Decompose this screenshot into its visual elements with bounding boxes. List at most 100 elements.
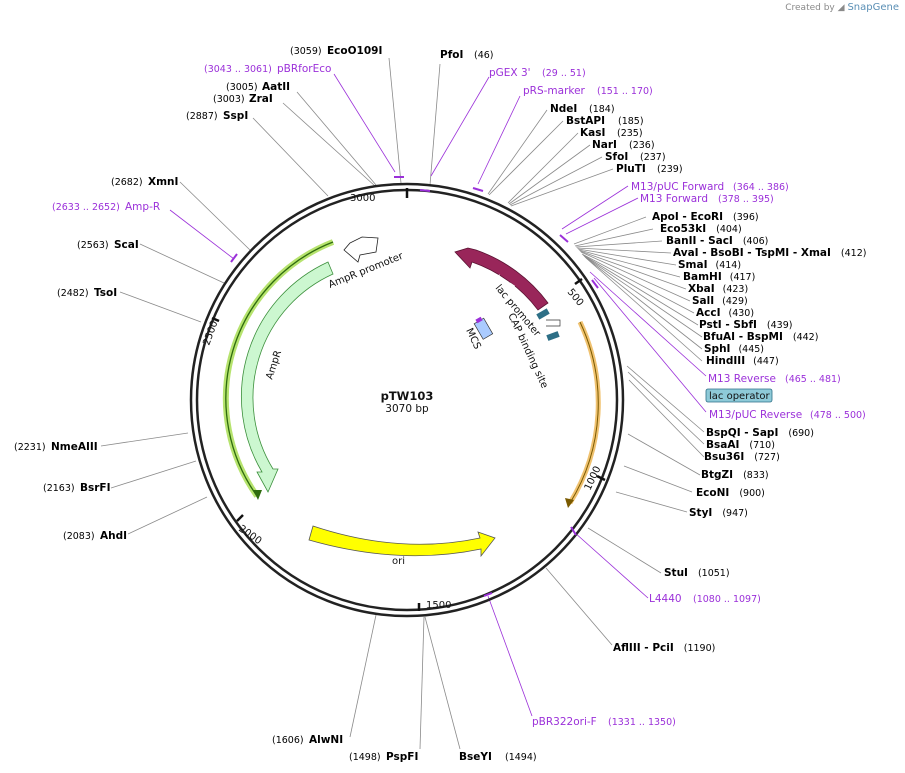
site-a: BfuAI bbox=[703, 331, 735, 343]
enzyme-num: (239) bbox=[657, 164, 683, 175]
site-a: AflIII bbox=[613, 642, 641, 654]
svg-text:BamHI(417): BamHI(417) bbox=[683, 271, 755, 283]
feature-ampr-promoter: AmpR promoter bbox=[327, 236, 406, 291]
site-num: (833) bbox=[743, 470, 769, 481]
site-num: (900) bbox=[739, 488, 765, 499]
feature-ampr: AmpR bbox=[222, 239, 335, 500]
primer-name: L4440 bbox=[649, 593, 682, 605]
enzyme-name: SfoI bbox=[605, 151, 628, 163]
ori-label: ori bbox=[392, 556, 405, 567]
primer-range: (465 .. 481) bbox=[785, 374, 841, 385]
primer-name: M13 Forward bbox=[640, 193, 708, 205]
svg-text:PstI - SbfI(439): PstI - SbfI(439) bbox=[699, 319, 792, 331]
svg-text:AvaI - BsoBI - TspMI - XmaI(41: AvaI - BsoBI - TspMI - XmaI(412) bbox=[673, 247, 866, 259]
site-b: SapI bbox=[752, 427, 778, 439]
primer-labels: (3043 .. 3061) pBRforEco pGEX 3' (29 .. … bbox=[52, 63, 866, 728]
tick-3000: 3000 bbox=[350, 193, 375, 204]
svg-text:StyI(947): StyI(947) bbox=[689, 507, 748, 519]
enzyme-num: (236) bbox=[629, 140, 655, 151]
leader-lines bbox=[100, 57, 705, 750]
credit-prefix: Created by bbox=[785, 3, 835, 13]
enzyme-name: TsoI bbox=[94, 287, 117, 299]
site-num: (447) bbox=[753, 356, 779, 367]
tick-1500: 1500 bbox=[426, 600, 451, 611]
svg-text:SphI(445): SphI (445) bbox=[704, 343, 764, 355]
enzyme-name: ZraI bbox=[249, 93, 273, 105]
site-num: (445) bbox=[738, 344, 764, 355]
enzyme-num: (185) bbox=[618, 116, 644, 127]
primer-name: M13/pUC Forward bbox=[631, 181, 724, 193]
svg-text:AccI(430): AccI(430) bbox=[696, 307, 754, 319]
enzyme-num: (1494) bbox=[505, 752, 537, 763]
site-a: BamHI bbox=[683, 271, 722, 283]
svg-text:BtgZI(833): BtgZI(833) bbox=[701, 469, 769, 481]
svg-text:XbaI(423): XbaI(423) bbox=[688, 283, 748, 295]
site-num: (442) bbox=[793, 332, 819, 343]
site-a: AccI bbox=[696, 307, 720, 319]
primer-name: M13/pUC Reverse bbox=[709, 409, 802, 421]
primer-name: pRS-marker bbox=[523, 85, 586, 97]
enzyme-num: (2163) bbox=[43, 483, 75, 494]
site-num: (1190) bbox=[684, 643, 716, 654]
enzyme-num: (3005) bbox=[226, 82, 258, 93]
primer-name: Amp-R bbox=[125, 201, 160, 213]
enzyme-labels-bottom: (1606) AlwNI (1498) PspFI BseYI (1494) bbox=[272, 734, 537, 763]
site-b: EcoRI bbox=[690, 211, 723, 223]
enzyme-name: NmeAIII bbox=[51, 441, 98, 453]
enzyme-num: (184) bbox=[589, 104, 615, 115]
enzyme-name: AhdI bbox=[100, 530, 127, 542]
enzyme-name: AatII bbox=[262, 81, 290, 93]
primer-name: pGEX 3' bbox=[489, 67, 531, 79]
site-b: SacI bbox=[708, 235, 733, 247]
enzyme-name: BseYI bbox=[459, 751, 492, 763]
site-a: AvaI bbox=[673, 247, 699, 259]
primer-range: (3043 .. 3061) bbox=[204, 64, 272, 75]
site-a: SphI bbox=[704, 343, 730, 355]
enzyme-num: (2083) bbox=[63, 531, 95, 542]
feature-lac-orange bbox=[565, 320, 601, 508]
primer-range: (1331 .. 1350) bbox=[608, 717, 676, 728]
site-b: BsoBI bbox=[710, 247, 743, 259]
enzyme-num: (2682) bbox=[111, 177, 143, 188]
site-a: XbaI bbox=[688, 283, 715, 295]
plasmid-name: pTW103 bbox=[381, 389, 434, 403]
primer-range: (1080 .. 1097) bbox=[693, 594, 761, 605]
ring-ticks bbox=[211, 188, 606, 611]
enzyme-name: PfoI bbox=[440, 49, 463, 61]
enzyme-name: KasI bbox=[580, 127, 605, 139]
site-num: (439) bbox=[767, 320, 793, 331]
svg-text:BsaAI(710): BsaAI(710) bbox=[706, 439, 775, 451]
svg-text:HindIII(447): HindIII (447) bbox=[706, 355, 779, 367]
mcs-enzyme-list: ApoI - EcoRI(396) Eco53kI(404) BanII - S… bbox=[652, 211, 866, 367]
enzyme-name: BstAPI bbox=[566, 115, 605, 127]
site-a: Eco53kI bbox=[660, 223, 706, 235]
site-b: PciI bbox=[652, 642, 673, 654]
enzyme-num: (3059) bbox=[290, 46, 322, 57]
enzyme-num: (46) bbox=[474, 50, 494, 61]
enzyme-name: ScaI bbox=[114, 239, 139, 251]
primer-range: (151 .. 170) bbox=[597, 86, 653, 97]
site-num: (429) bbox=[722, 296, 748, 307]
tick-500: 500 bbox=[565, 287, 586, 309]
enzyme-num: (2231) bbox=[14, 442, 46, 453]
enzyme-num: (3003) bbox=[213, 94, 245, 105]
site-a: EcoNI bbox=[696, 487, 729, 499]
enzyme-num: (2482) bbox=[57, 288, 89, 299]
enzyme-name: XmnI bbox=[148, 176, 178, 188]
site-a: PstI bbox=[699, 319, 722, 331]
enzyme-name: EcoO109I bbox=[327, 45, 382, 57]
site-a: HindIII bbox=[706, 355, 745, 367]
credit-brand: SnapGene bbox=[847, 2, 899, 13]
svg-text:SmaI(414): SmaI(414) bbox=[678, 259, 741, 271]
site-a: SalI bbox=[692, 295, 714, 307]
svg-text:Bsu36I(727): Bsu36I(727) bbox=[704, 451, 780, 463]
svg-text:SalI(429): SalI (429) bbox=[692, 295, 748, 307]
site-a: StuI bbox=[664, 567, 688, 579]
lac-operator-label: lac operator bbox=[709, 391, 770, 402]
site-b: BspMI bbox=[747, 331, 783, 343]
enzyme-name: BsrFI bbox=[80, 482, 111, 494]
svg-text:ApoI - EcoRI(396): ApoI - EcoRI(396) bbox=[652, 211, 759, 223]
site-a: BspQI bbox=[706, 427, 741, 439]
site-num: (406) bbox=[743, 236, 769, 247]
